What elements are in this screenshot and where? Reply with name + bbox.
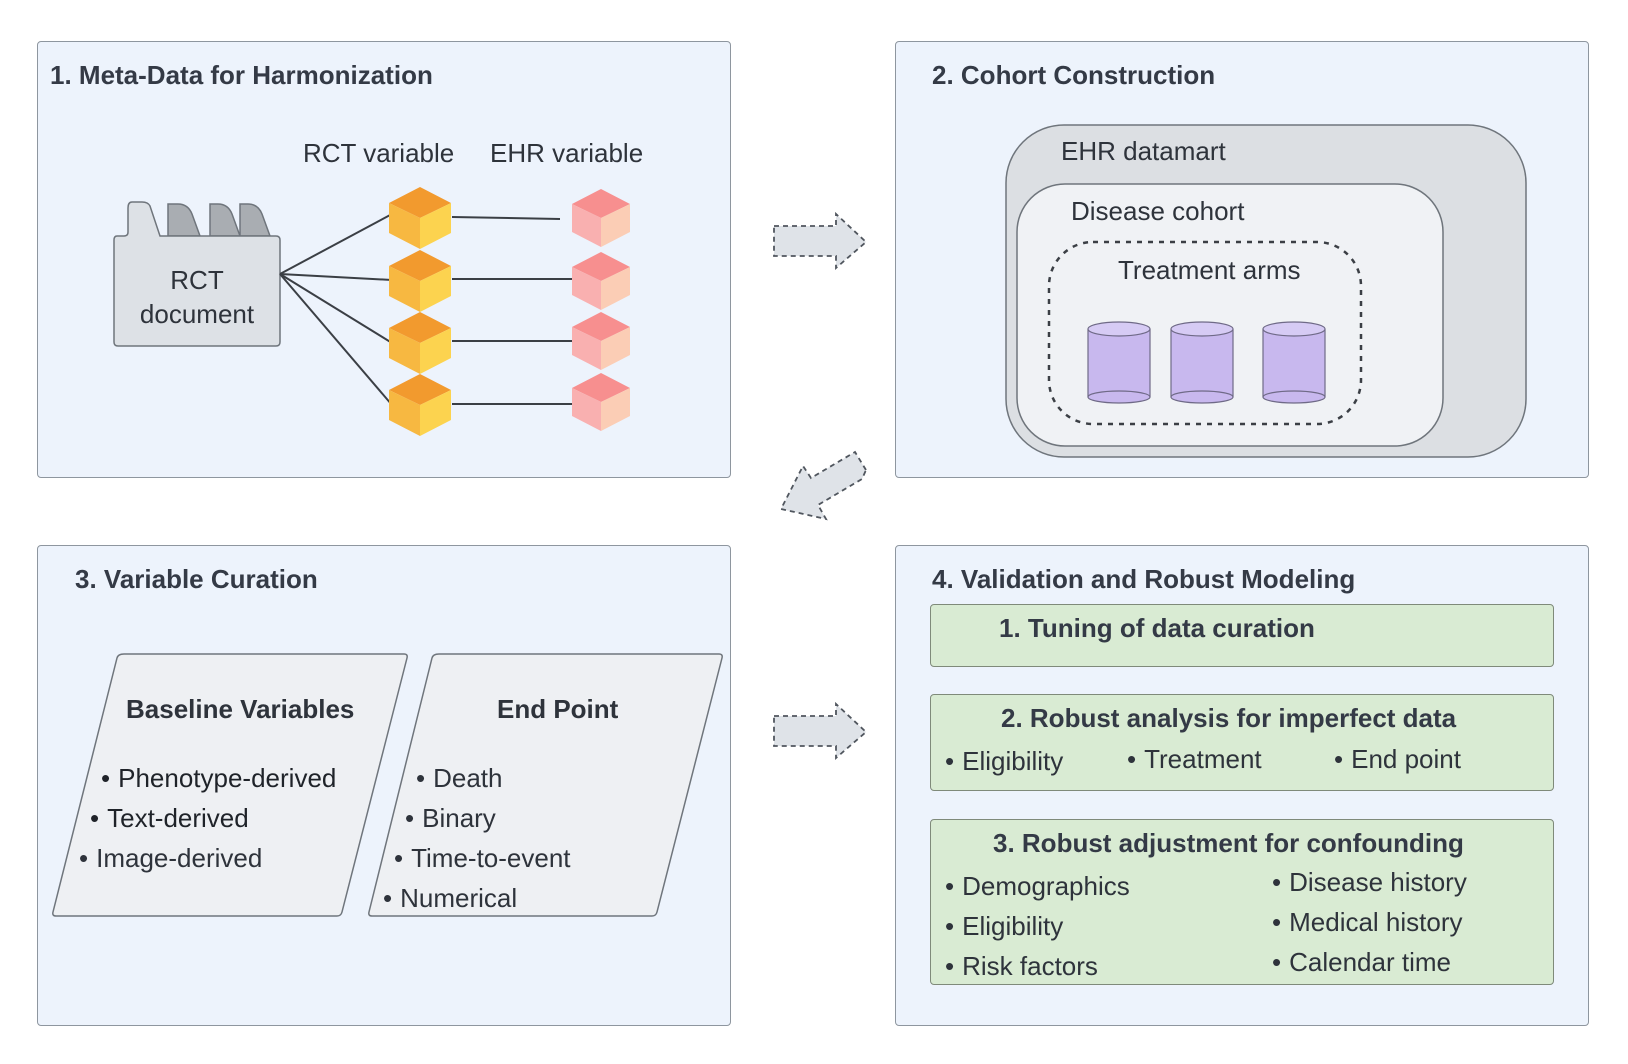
rct-cube-icon <box>389 312 451 374</box>
robust-analysis-item: Eligibility <box>945 746 1063 777</box>
rct-cube-icon <box>389 187 451 249</box>
rct-document-label-line1: RCT <box>170 265 224 295</box>
cylinder-icon <box>1262 321 1326 404</box>
disease-cohort-label: Disease cohort <box>1071 196 1245 226</box>
robust-analysis-item: End point <box>1334 744 1461 775</box>
confounder-item: Medical history <box>1272 907 1462 938</box>
rct-cube-icon <box>389 250 451 312</box>
ehr-cube-icon <box>572 252 630 310</box>
robust-analysis-item: Treatment <box>1127 744 1262 775</box>
rct-variable-header: RCT variable <box>303 138 455 168</box>
tuning-box <box>930 604 1554 667</box>
confounder-item: Eligibility <box>945 911 1063 942</box>
arrow-down-left-icon <box>779 450 868 521</box>
ehr-cube-icon <box>572 189 630 247</box>
arrow-right-icon <box>773 701 868 760</box>
confounder-item: Risk factors <box>945 951 1098 982</box>
ehr-variable-cubes <box>572 189 630 431</box>
arrow-right-icon <box>773 211 868 270</box>
ehr-datamart-label: EHR datamart <box>1061 136 1226 166</box>
baseline-variables-title: Baseline Variables <box>126 694 355 724</box>
confounder-item: Demographics <box>945 871 1130 902</box>
treatment-arms-label: Treatment arms <box>1118 255 1301 285</box>
cylinder-icon <box>1170 321 1234 404</box>
robust-analysis-title: 2. Robust analysis for imperfect data <box>1001 703 1457 733</box>
rct-document-folder-icon <box>113 201 281 347</box>
ehr-cube-icon <box>572 312 630 370</box>
baseline-item: Phenotype-derived <box>101 763 336 794</box>
confounder-item: Calendar time <box>1272 947 1451 978</box>
rct-document-label-line2: document <box>139 299 255 329</box>
panel-4-title: 4. Validation and Robust Modeling <box>932 564 1356 594</box>
panel-1-title: 1. Meta-Data for Harmonization <box>50 60 433 90</box>
ehr-variable-header: EHR variable <box>490 138 644 168</box>
ehr-cube-icon <box>572 373 630 431</box>
cylinder-icon <box>1087 321 1151 404</box>
baseline-item: Text-derived <box>90 803 249 834</box>
rct-variable-cubes <box>389 187 451 436</box>
treatment-arm-cylinders <box>1087 321 1326 404</box>
confounder-item: Disease history <box>1272 867 1467 898</box>
end-point-item: Death <box>416 763 502 794</box>
baseline-item: Image-derived <box>79 843 262 874</box>
end-point-item: Numerical <box>383 883 517 914</box>
panel-3-title: 3. Variable Curation <box>75 564 318 594</box>
end-point-item: Time-to-event <box>394 843 570 874</box>
mapping-lines <box>279 213 572 406</box>
panel-2-title: 2. Cohort Construction <box>932 60 1216 90</box>
end-point-item: Binary <box>405 803 496 834</box>
end-point-title: End Point <box>497 694 619 724</box>
tuning-title: 1. Tuning of data curation <box>999 613 1315 643</box>
rct-cube-icon <box>389 374 451 436</box>
treatment-arms-region <box>1047 240 1363 426</box>
robust-adjustment-title: 3. Robust adjustment for confounding <box>993 828 1464 858</box>
